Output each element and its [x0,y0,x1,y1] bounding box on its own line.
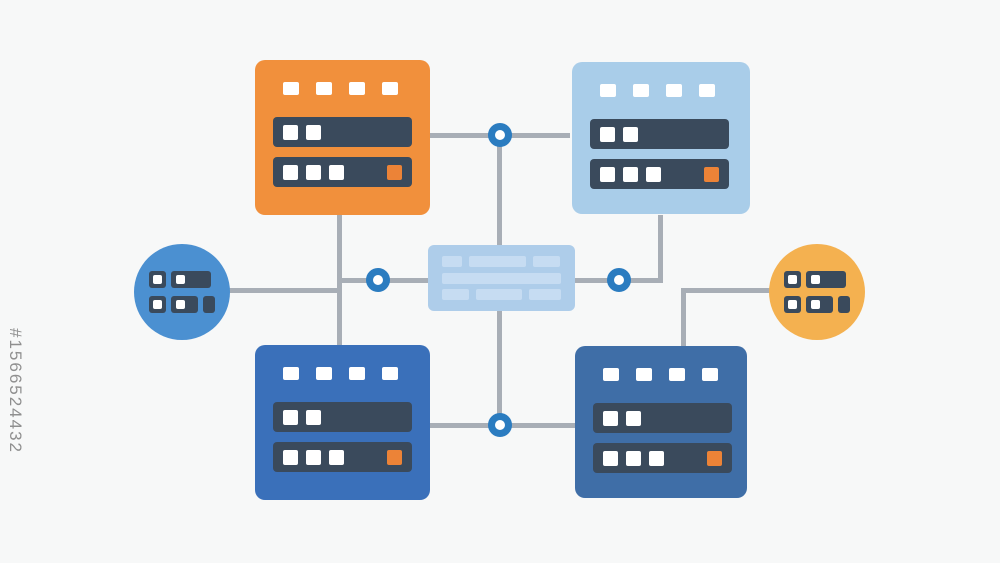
drive-slot [329,449,344,465]
drive-icon [784,271,801,288]
status-led [349,367,365,380]
drive-block-icon [203,296,215,313]
drive-slot [603,410,618,426]
status-led-row [600,84,715,97]
switch-port [442,272,561,284]
server-box-top-left [255,60,430,215]
rack-unit [273,442,412,472]
database-row [149,271,215,288]
drive-slot [306,164,321,180]
database-row [784,271,850,288]
network-switch [428,245,575,311]
drive-slot [623,166,638,182]
server-box-top-right [572,62,750,214]
connector-top-vertical [497,136,502,246]
switch-port [442,289,469,300]
switch-port [469,256,526,267]
status-led [669,368,685,381]
drive-icon [149,271,166,288]
status-led-row [603,368,718,381]
status-led [382,82,398,95]
status-led [699,84,715,97]
connection-node-top [488,123,512,147]
drive-block-icon [838,296,850,313]
drive-slot [306,449,321,465]
drive-slot [306,124,321,140]
connection-node-left [366,268,390,292]
drive-slot [649,450,664,466]
status-led [666,84,682,97]
drive-slot-active [387,449,402,465]
status-led [702,368,718,381]
status-led [316,367,332,380]
status-led [349,82,365,95]
rack-unit [590,159,729,189]
drive-slot [283,449,298,465]
drive-slot [623,126,638,142]
connector-left-badge [225,288,341,293]
rack-unit [593,403,732,433]
connection-node-right [607,268,631,292]
database-icon [784,271,850,313]
rack-unit [273,117,412,147]
rack-unit [593,443,732,473]
status-led [603,368,619,381]
storage-badge-right [769,244,865,340]
database-icon [149,271,215,313]
rack-unit [590,119,729,149]
rack-bar-icon [171,271,211,288]
drive-slot-active [387,164,402,180]
drive-icon [784,296,801,313]
status-led [633,84,649,97]
status-led [636,368,652,381]
drive-slot [646,166,661,182]
status-led-row [283,82,398,95]
server-box-bottom-right [575,346,747,498]
drive-slot [600,126,615,142]
status-led [382,367,398,380]
rack-bar-icon [171,296,198,313]
connector-right-badge-down [681,288,686,346]
database-row [784,296,850,313]
server-box-bottom-left [255,345,430,500]
drive-slot [283,124,298,140]
drive-slot-active [707,450,722,466]
connection-node-bottom [488,413,512,437]
connector-right-badge [681,288,775,293]
status-led-row [283,367,398,380]
drive-slot [306,409,321,425]
drive-slot [329,164,344,180]
rack-bar-icon [806,296,833,313]
switch-port-row [442,289,562,300]
status-led [283,367,299,380]
drive-slot [600,166,615,182]
rack-unit [273,157,412,187]
watermark-id: #1566524432 [6,328,25,455]
rack-bar-icon [806,271,846,288]
database-row [149,296,215,313]
switch-port-row [442,272,561,284]
drive-slot [626,410,641,426]
drive-slot [626,450,641,466]
drive-slot [283,409,298,425]
drive-slot [283,164,298,180]
switch-port-row [442,256,561,267]
connector-bottom-vertical [497,310,502,426]
switch-port [442,256,462,267]
drive-slot [603,450,618,466]
drive-slot-active [704,166,719,182]
drive-icon [149,296,166,313]
switch-port [533,256,560,267]
status-led [283,82,299,95]
switch-port [475,289,523,300]
switch-port [529,289,562,300]
status-led [316,82,332,95]
connector-right-vertical [658,215,663,281]
rack-unit [273,402,412,432]
status-led [600,84,616,97]
storage-badge-left [134,244,230,340]
